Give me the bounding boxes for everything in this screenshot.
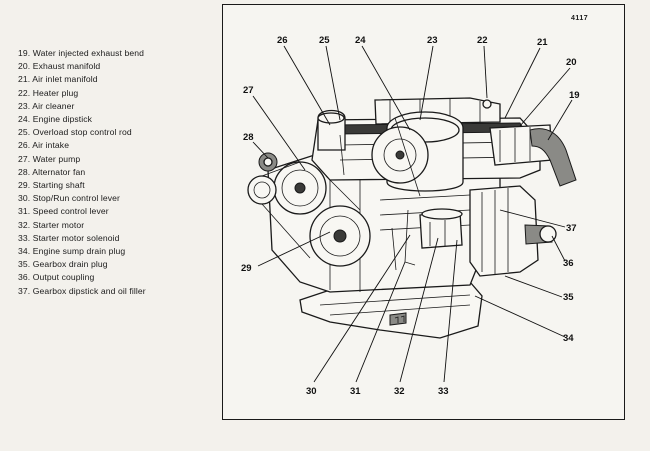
figure-code: 4117 <box>571 15 589 22</box>
callout-35: 35 <box>563 292 574 303</box>
legend-item-31: 31. Speed control lever <box>18 206 109 217</box>
callout-25: 25 <box>319 35 330 46</box>
callout-26: 26 <box>277 35 288 46</box>
callout-22: 22 <box>477 35 488 46</box>
legend-item-30: 30. Stop/Run control lever <box>18 193 120 204</box>
legend-item-28: 28. Alternator fan <box>18 166 86 177</box>
callout-23: 23 <box>427 35 438 46</box>
callout-20: 20 <box>566 57 577 68</box>
leader-lines <box>252 45 573 383</box>
callout-27: 27 <box>243 85 254 96</box>
engine-illustration <box>247 97 577 339</box>
callout-31: 31 <box>350 386 361 397</box>
callout-21: 21 <box>537 37 548 48</box>
callout-34: 34 <box>563 333 574 344</box>
callout-30: 30 <box>306 386 317 397</box>
legend-item-25: 25. Overload stop control rod <box>18 127 132 138</box>
legend-item-27: 27. Water pump <box>18 153 81 164</box>
callout-24: 24 <box>355 35 366 46</box>
callout-19: 19 <box>569 90 580 101</box>
legend-item-24: 24. Engine dipstick <box>18 114 93 125</box>
parts-legend: 19. Water injected exhaust bend 20. Exha… <box>18 47 146 298</box>
legend-item-21: 21. Air inlet manifold <box>18 74 98 85</box>
legend-item-26: 26. Air intake <box>18 140 70 151</box>
callout-numbers: 26 25 24 23 22 21 20 19 27 28 29 30 31 3… <box>241 35 580 397</box>
callout-37: 37 <box>566 223 577 234</box>
legend-item-22: 22. Heater plug <box>18 87 79 98</box>
legend-item-32: 32. Starter motor <box>18 219 85 230</box>
callout-33: 33 <box>438 386 449 397</box>
legend-item-33: 33. Starter motor solenoid <box>18 232 120 243</box>
legend-item-37: 37. Gearbox dipstick and oil filler <box>18 285 146 296</box>
legend-item-35: 35. Gearbox drain plug <box>18 259 108 270</box>
callout-28: 28 <box>243 132 254 143</box>
legend-item-29: 29. Starting shaft <box>18 180 85 191</box>
legend-item-34: 34. Engine sump drain plug <box>18 246 126 257</box>
legend-item-20: 20. Exhaust manifold <box>18 61 101 72</box>
legend-item-36: 36. Output coupling <box>18 272 95 283</box>
callout-29: 29 <box>241 263 252 274</box>
callout-36: 36 <box>563 258 574 269</box>
legend-item-23: 23. Air cleaner <box>18 100 75 111</box>
legend-item-19: 19. Water injected exhaust bend <box>18 48 145 58</box>
callout-32: 32 <box>394 386 405 397</box>
